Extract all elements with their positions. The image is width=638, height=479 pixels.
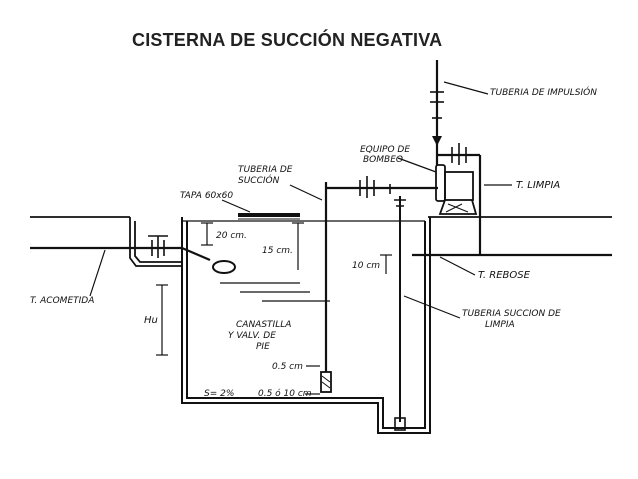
suction-valve-icon	[359, 176, 391, 198]
label-clean-pipe: T. LIMPIA	[516, 180, 560, 191]
inlet-pipe	[30, 246, 211, 262]
label-suction-line1: TUBERIA DE	[238, 165, 293, 175]
label-discharge-pipe: TUBERIA DE IMPULSIÓN	[490, 86, 597, 98]
label-overflow-pipe: T. REBOSE	[478, 270, 531, 281]
water-surface	[220, 282, 330, 302]
label-basket-line3: PIE	[256, 342, 270, 352]
dimension-lines	[156, 222, 392, 395]
label-pump-line2: BOMBEO	[363, 155, 403, 165]
discharge-valve-icon	[430, 91, 467, 165]
foot-valve-icon	[320, 371, 332, 393]
leader-lines	[89, 81, 512, 319]
cover-lid	[238, 213, 300, 220]
label-basket-line1: CANASTILLA	[236, 320, 291, 330]
label-clean-suction-line2: LIMPIA	[485, 320, 515, 330]
label-basket-line2: Y VALV. DE	[228, 331, 276, 341]
label-dim-20cm: 20 cm.	[216, 231, 247, 241]
pump-icon	[435, 164, 478, 215]
cleaning-valve-icon	[394, 199, 406, 207]
label-suction-line2: SUCCIÓN	[238, 174, 280, 186]
label-dim-05-10cm: 0.5 ó 10 cm	[258, 388, 312, 399]
label-dim-15cm: 15 cm.	[262, 246, 293, 256]
label-slope: S= 2%	[204, 389, 234, 399]
label-cover: TAPA 60x60	[180, 191, 233, 201]
label-inlet-pipe: T. ACOMETIDA	[30, 296, 94, 306]
page-title: CISTERNA DE SUCCIÓN NEGATIVA	[132, 30, 443, 50]
float-valve-icon	[212, 260, 236, 274]
cistern-walls	[181, 217, 431, 434]
label-dim-10cm: 10 cm	[352, 261, 380, 271]
label-dim-05cm: 0.5 cm	[272, 362, 303, 372]
suction-pipe	[324, 182, 438, 372]
label-pump-line1: EQUIPO DE	[360, 145, 410, 155]
inlet-valve-icon	[148, 235, 168, 258]
label-useful-height: Hu	[144, 315, 158, 326]
inlet-chamber	[129, 217, 182, 267]
label-clean-suction-line1: TUBERIA SUCCION DE	[462, 309, 561, 319]
flow-arrow-icon	[432, 136, 442, 146]
cleaning-strainer-icon	[394, 417, 406, 431]
